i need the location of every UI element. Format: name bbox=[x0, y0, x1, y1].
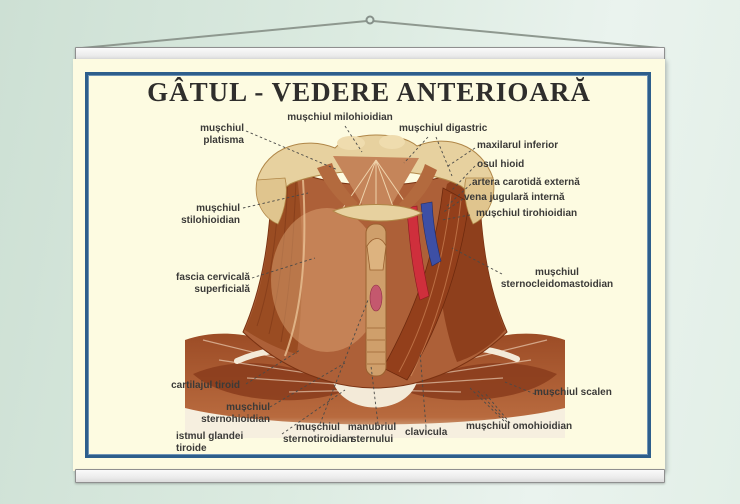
label-muschiul-sternotiroidian: mușchiul sternotiroidian bbox=[282, 422, 353, 445]
label-muschiul-tirohioidian: mușchiul tirohioidian bbox=[476, 208, 578, 219]
digastric-right bbox=[399, 164, 437, 211]
label-sternocleidomastoidian: mușchiul sternocleidomastoidian bbox=[500, 267, 614, 290]
carotid-artery bbox=[406, 205, 430, 301]
digastric-left bbox=[317, 163, 358, 210]
label-muschiul-scalen: mușchiul scalen bbox=[534, 387, 612, 398]
label-manubriul-sternului: manubriul sternului bbox=[347, 422, 397, 445]
trachea-rings bbox=[367, 327, 385, 365]
label-vena-jugulara-interna: vena jugulară internă bbox=[464, 192, 565, 203]
poster-bottom-rail bbox=[75, 469, 665, 483]
label-fascia-cervicala: fascia cervicală superficială bbox=[176, 272, 250, 295]
label-artera-carotida-externa: artera carotidă externă bbox=[472, 177, 580, 188]
label-muschiul-milohioidian: mușchiul milohioidian bbox=[287, 112, 393, 123]
chin-bump-right bbox=[379, 135, 405, 149]
label-muschiul-omohioidian: mușchiul omohioidian bbox=[466, 421, 573, 432]
platysma-muscle bbox=[245, 160, 303, 354]
jugular-vein bbox=[420, 201, 442, 267]
bottom-fade bbox=[185, 408, 565, 438]
poster-title: GÂTUL - VEDERE ANTERIOARĂ bbox=[147, 77, 591, 107]
larynx-red bbox=[369, 284, 383, 312]
chin-bump-left bbox=[337, 136, 365, 150]
poster-frame-border bbox=[85, 72, 651, 458]
thyroid-cartilage bbox=[366, 238, 387, 271]
label-muschiul-digastric: mușchiul digastric bbox=[399, 123, 488, 134]
label-osul-hioid: osul hioid bbox=[477, 159, 525, 170]
label-cartilajul-tiroid: cartilajul tiroid bbox=[171, 380, 240, 391]
label-maxilarul-inferior: maxilarul inferior bbox=[477, 140, 559, 151]
label-muschiul-stilohioidian: mușchiul stilohioidian bbox=[181, 203, 240, 226]
label-muschiul-platisma: mușchiul platisma bbox=[200, 123, 244, 146]
hanger-ring-icon bbox=[365, 15, 375, 25]
label-istmul-glandei-tiroide: istmul glandei tiroide bbox=[176, 431, 244, 454]
hyoid-bone bbox=[331, 204, 424, 222]
hanging-string bbox=[81, 15, 661, 49]
label-muschiul-sternohioidian: mușchiul sternohioidian bbox=[201, 402, 270, 425]
label-clavicula: clavicula bbox=[405, 427, 448, 438]
